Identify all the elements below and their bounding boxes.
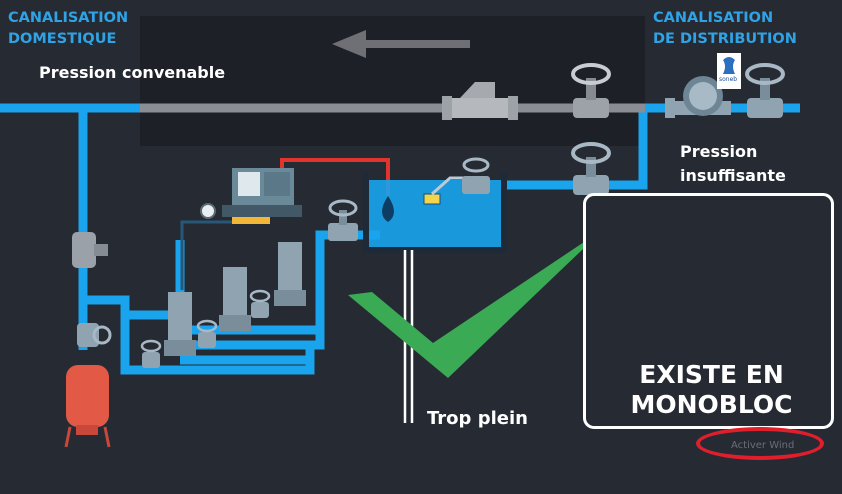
float-valve-icon [462,157,490,194]
check-mark-icon [348,228,605,378]
booster-pump-icon [274,242,306,306]
meter-brand-label: soneb [719,76,738,83]
booster-pump-icon [219,267,251,331]
highlight-circle [696,427,824,460]
gate-valve-icon [571,63,611,118]
overflow-label: Trop plein [427,408,528,429]
gate-valve-icon [77,323,112,347]
water-meter-icon [665,76,731,118]
arrow-left-icon [332,30,470,58]
gate-valve-icon [140,339,162,368]
control-panel-icon [222,168,302,224]
domestic-band [140,16,645,146]
gate-valve-icon [745,63,785,118]
gate-valve-icon [328,199,358,241]
gate-valve-icon [249,289,271,318]
pressure-tank-icon [64,365,111,448]
meter-brand-logo [717,53,741,89]
pump-wire [180,220,248,290]
gate-valve-icon [571,142,611,195]
good-pressure-label: Pression convenable [39,63,226,82]
booster-pump-icon [164,292,196,356]
float-icon [423,193,441,205]
check-valve-icon [442,82,518,120]
pressure-gauge-icon [200,203,216,219]
gate-valve-icon [72,232,108,268]
gate-valve-icon [196,319,218,348]
